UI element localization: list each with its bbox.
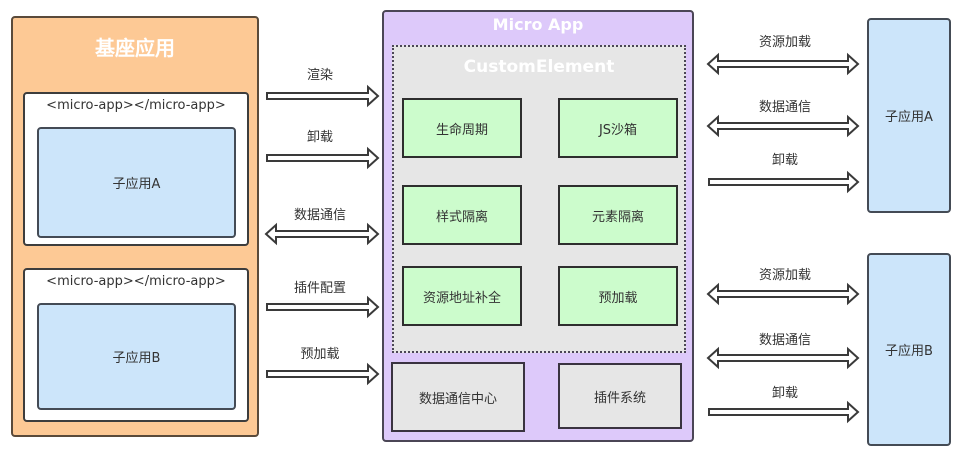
arrow-label-unload-a: 卸载 [771,153,798,168]
arrow-label-preload: 预加载 [300,347,340,362]
micro-app-container-b: <micro-app></micro-app> 子应用B [23,268,249,422]
custom-element-panel: CustomElement 生命周期 JS沙箱 样式隔离 元素隔离 资源地址补全… [392,45,686,353]
arrow-label-data-comm-b: 数据通信 [758,333,811,348]
feature-lifecycle[interactable]: 生命周期 [402,98,522,158]
arrow-label-data-comm-a: 数据通信 [758,100,811,115]
right-arrow-icon [266,84,380,108]
right-arrow-shape [266,146,380,170]
sub-app-a-panel[interactable]: 子应用A [867,18,951,213]
host-app-title: 基座应用 [95,36,175,60]
sub-app-a-box[interactable]: 子应用A [37,127,236,238]
arrow-label-unload: 卸载 [306,130,333,145]
double-arrow-icon [706,282,860,306]
right-arrow-icon [708,170,860,194]
right-arrow-icon [708,400,860,424]
sub-app-b-box[interactable]: 子应用B [37,303,236,410]
double-arrow-shape [706,282,860,306]
sub-app-b-label: 子应用B [112,351,161,366]
feature-resource-path-completion[interactable]: 资源地址补全 [402,266,522,326]
feature-label: 元素隔离 [591,209,644,225]
feature-preload[interactable]: 预加载 [558,266,678,326]
custom-element-title: CustomElement [463,57,615,77]
right-arrow-shape [266,84,380,108]
host-app-panel: 基座应用 <micro-app></micro-app> 子应用A <micro… [11,16,259,437]
sub-app-b-panel[interactable]: 子应用B [867,253,951,446]
feature-label: 预加载 [598,290,638,306]
right-arrow-icon [266,362,380,386]
right-arrow-shape [708,170,860,194]
sub-app-b-label: 子应用B [885,344,933,359]
micro-app-panel: Micro App CustomElement 生命周期 JS沙箱 样式隔离 元… [382,10,694,442]
double-arrow-shape [706,114,860,138]
double-arrow-icon [706,52,860,76]
plugin-system-module[interactable]: 插件系统 [558,363,682,429]
right-arrow-icon [266,295,380,319]
sub-app-a-label: 子应用A [112,177,161,192]
double-arrow-shape [706,52,860,76]
double-arrow-icon [706,346,860,370]
micro-app-container-a: <micro-app></micro-app> 子应用A [23,92,249,246]
right-arrow-shape [266,362,380,386]
core-module-label: 插件系统 [593,390,646,406]
feature-label: 生命周期 [435,122,488,138]
micro-app-title: Micro App [492,15,584,34]
right-arrow-shape [708,400,860,424]
data-comm-center-module[interactable]: 数据通信中心 [391,362,525,432]
arrow-label-data-comm: 数据通信 [293,208,346,223]
double-arrow-icon [706,114,860,138]
sub-app-a-label: 子应用A [885,110,933,125]
arrow-label-plugin-config: 插件配置 [293,281,346,296]
feature-label: JS沙箱 [598,122,638,138]
feature-js-sandbox[interactable]: JS沙箱 [558,98,678,158]
arrow-label-resource-load-b: 资源加载 [758,268,811,283]
arrow-label-resource-load-a: 资源加载 [758,35,811,50]
micro-app-tag: <micro-app></micro-app> [46,274,226,289]
feature-label: 资源地址补全 [422,290,501,306]
core-module-label: 数据通信中心 [418,391,497,407]
right-arrow-icon [266,146,380,170]
double-arrow-icon [264,222,380,246]
feature-style-isolation[interactable]: 样式隔离 [402,185,522,245]
micro-app-tag: <micro-app></micro-app> [46,98,226,113]
arrow-label-render: 渲染 [306,68,333,83]
double-arrow-shape [264,222,380,246]
double-arrow-shape [706,346,860,370]
right-arrow-shape [266,295,380,319]
arrow-label-unload-b: 卸载 [771,386,798,401]
feature-label: 样式隔离 [435,209,488,225]
feature-element-isolation[interactable]: 元素隔离 [558,185,678,245]
